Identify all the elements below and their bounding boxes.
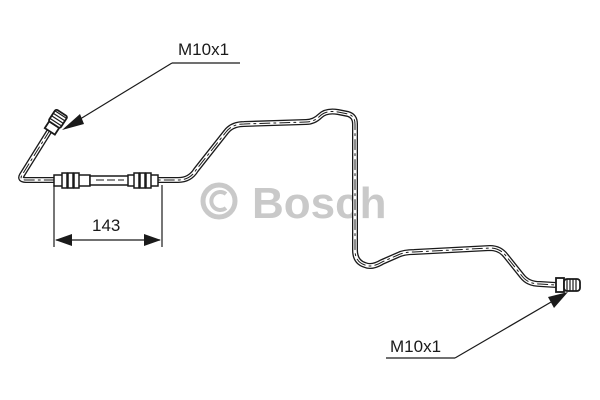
dimension-value: 143 bbox=[92, 216, 120, 235]
fitting-top-left bbox=[43, 108, 68, 136]
callout-bottom-right: M10x1 bbox=[386, 292, 568, 359]
watermark-text: Bosch bbox=[252, 179, 386, 228]
copyright-c-glyph bbox=[209, 190, 228, 212]
fitting-bottom-right bbox=[555, 277, 581, 293]
pipe bbox=[18, 108, 559, 288]
callout-top-left: M10x1 bbox=[62, 40, 240, 130]
arrowhead-icon bbox=[62, 114, 84, 130]
dimension-143: 143 bbox=[53, 185, 163, 247]
copyright-icon bbox=[200, 182, 238, 220]
dim-arrow-right-icon bbox=[144, 234, 161, 246]
callout-label-top: M10x1 bbox=[178, 40, 229, 59]
dim-arrow-left-icon bbox=[55, 234, 72, 246]
callout-label-bottom: M10x1 bbox=[390, 337, 441, 356]
flexible-hose-segment bbox=[53, 172, 159, 189]
arrowhead-icon bbox=[548, 292, 568, 308]
bosch-watermark: Bosch bbox=[200, 179, 386, 228]
